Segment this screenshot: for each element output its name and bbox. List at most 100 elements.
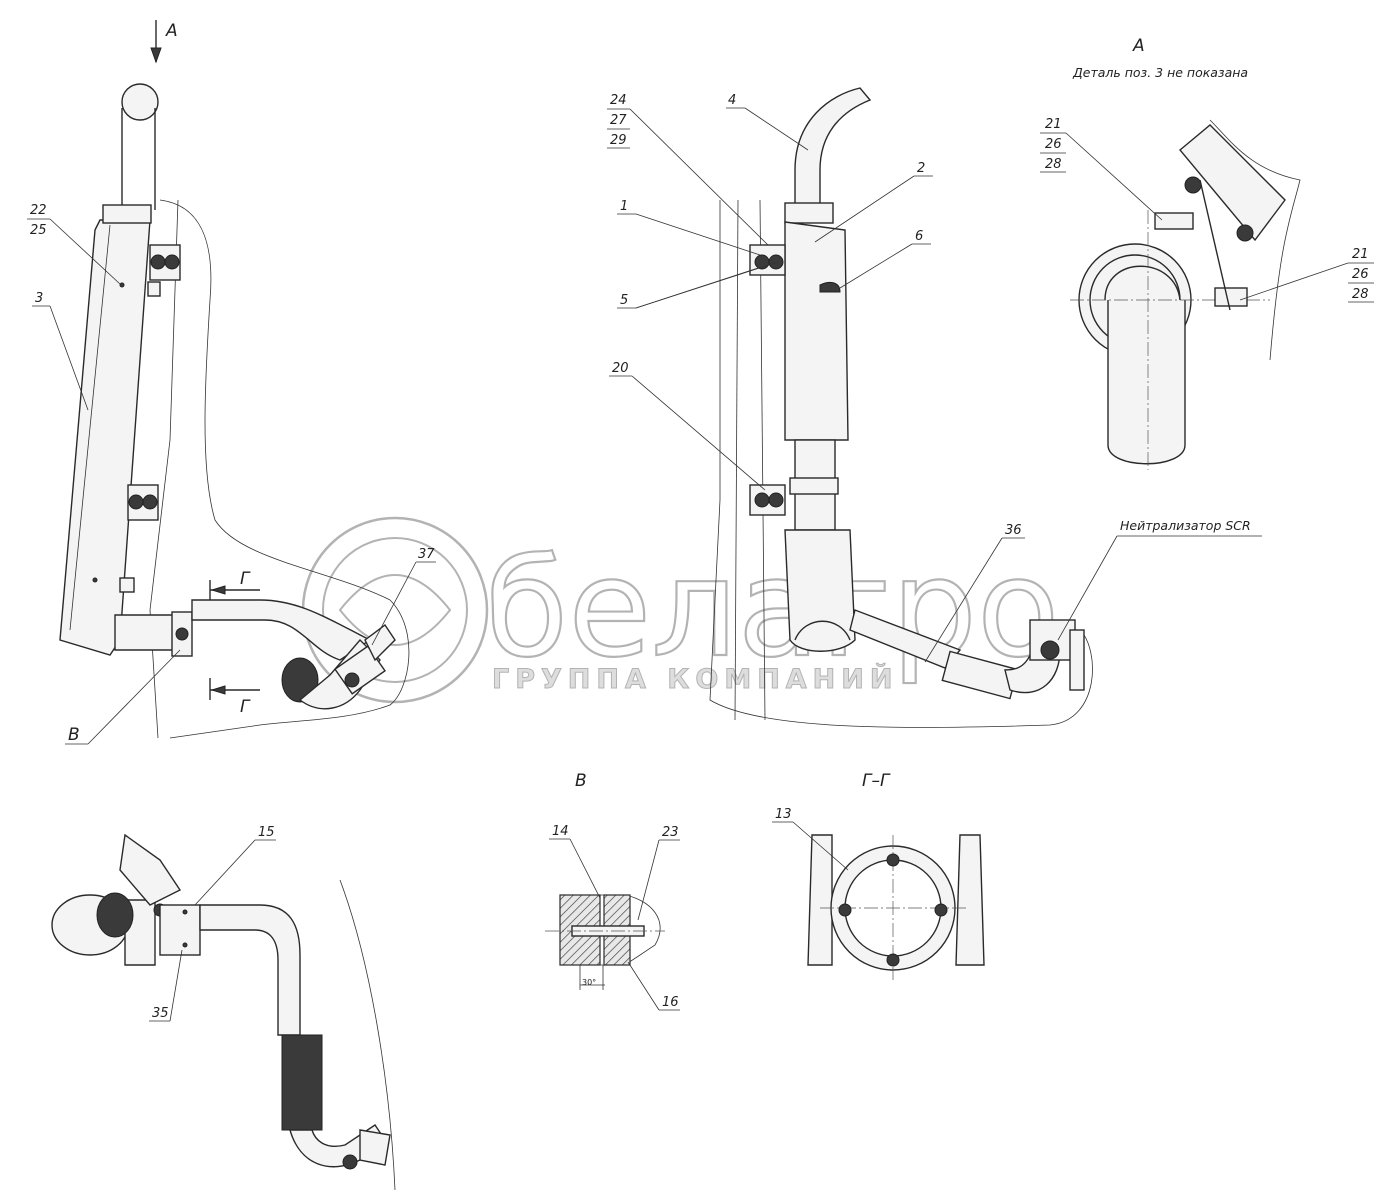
cut-g-bottom-label: Г bbox=[240, 697, 251, 717]
lower-shield bbox=[784, 529, 856, 652]
pipe-part-36 bbox=[849, 609, 962, 669]
side-upper-bracket bbox=[749, 244, 786, 276]
watermark-logo-inner bbox=[322, 537, 468, 683]
detail-view-a: А Деталь поз. 3 не показана 21 26 28 21 … bbox=[1040, 36, 1374, 470]
callout-scr: Нейтрализатор SCR bbox=[1057, 518, 1262, 641]
detail-bolt-upper bbox=[1154, 212, 1194, 230]
callout-21-26-28-upper: 21 26 28 bbox=[1040, 117, 1163, 221]
side-cab-contour bbox=[709, 200, 1093, 728]
callout-15: 15 bbox=[194, 825, 276, 906]
bottom-pipe bbox=[199, 904, 301, 1036]
callout-24-27-29: 24 27 29 bbox=[607, 93, 769, 246]
view-arrow-head bbox=[150, 47, 162, 64]
callout-21-26-28-lower: 21 26 28 bbox=[1239, 247, 1374, 303]
callout-36: 36 bbox=[924, 523, 1025, 663]
section-v: В 30° 14 23 16 bbox=[545, 771, 680, 1011]
detail-a-note: Деталь поз. 3 не показана bbox=[1072, 65, 1248, 80]
watermark-subtitle: ГРУППА КОМПАНИЙ bbox=[492, 663, 898, 695]
pipe-part-4 bbox=[794, 87, 872, 206]
section-v-title: В bbox=[575, 771, 587, 791]
muffler-rivet-top bbox=[119, 282, 125, 288]
svg-text:20: 20 bbox=[612, 361, 629, 376]
outlet-pipe bbox=[191, 599, 372, 661]
svg-text:15: 15 bbox=[258, 825, 275, 840]
svg-text:28: 28 bbox=[1352, 287, 1369, 302]
section-v-angle: 30° bbox=[582, 978, 596, 987]
callout-4: 4 bbox=[726, 93, 809, 151]
svg-text:21: 21 bbox=[1352, 247, 1369, 262]
callout-13: 13 bbox=[772, 807, 849, 871]
bottom-coupling-15 bbox=[159, 904, 201, 956]
callout-22-25: 22 25 bbox=[27, 203, 121, 285]
svg-text:22: 22 bbox=[30, 203, 47, 218]
main-view: А bbox=[27, 20, 436, 745]
callout-6: 6 bbox=[839, 229, 931, 289]
callout-5: 5 bbox=[617, 261, 779, 309]
callout-v: В bbox=[65, 649, 181, 745]
side-lower-bracket bbox=[749, 484, 786, 516]
muffler-rivet-bottom bbox=[92, 577, 98, 583]
svg-text:В: В bbox=[68, 725, 80, 745]
section-g-bolt-right bbox=[934, 903, 948, 917]
cab-edge bbox=[149, 199, 179, 739]
section-g-bolt-bottom bbox=[886, 953, 900, 967]
view-arrow-label: А bbox=[165, 21, 178, 41]
corrugated-joint bbox=[281, 657, 319, 703]
scr-label: Нейтрализатор SCR bbox=[1120, 518, 1251, 533]
callout-37: 37 bbox=[371, 547, 436, 646]
svg-text:4: 4 bbox=[728, 93, 736, 108]
svg-text:36: 36 bbox=[1005, 523, 1022, 538]
section-g: Г–Г 13 bbox=[772, 771, 985, 980]
bottom-clamp bbox=[119, 833, 182, 906]
callout-16: 16 bbox=[627, 961, 680, 1011]
callout-14: 14 bbox=[549, 824, 601, 899]
shield-slot-6 bbox=[819, 281, 841, 293]
cut-g-top-label: Г bbox=[240, 569, 251, 589]
svg-text:13: 13 bbox=[775, 807, 792, 822]
bottom-corrugated-hose bbox=[281, 1034, 323, 1131]
svg-text:16: 16 bbox=[662, 995, 679, 1010]
upper-bracket bbox=[147, 244, 181, 297]
detail-pipe bbox=[1107, 300, 1186, 465]
pipe-clamp-ring bbox=[789, 477, 839, 495]
svg-text:14: 14 bbox=[552, 824, 569, 839]
svg-text:26: 26 bbox=[1045, 137, 1062, 152]
exhaust-tip bbox=[121, 83, 159, 121]
detail-bolt-lower bbox=[1214, 287, 1248, 307]
svg-text:24: 24 bbox=[610, 93, 627, 108]
heat-shield-part-2 bbox=[784, 221, 849, 441]
callout-2: 2 bbox=[814, 161, 933, 243]
side-view: 24 27 29 4 2 1 6 5 bbox=[607, 87, 1262, 728]
svg-text:35: 35 bbox=[152, 1006, 169, 1021]
svg-text:1: 1 bbox=[620, 199, 628, 214]
cab-contour bbox=[159, 199, 410, 739]
section-g-bolt-left bbox=[838, 903, 852, 917]
svg-text:25: 25 bbox=[30, 223, 47, 238]
clamp-37 bbox=[334, 623, 396, 695]
muffler-seam bbox=[69, 224, 111, 631]
section-g-bolt-top bbox=[886, 853, 900, 867]
detail-a-title: А bbox=[1132, 36, 1145, 56]
callout-3: 3 bbox=[32, 291, 89, 411]
svg-text:6: 6 bbox=[915, 229, 923, 244]
scr-clamp bbox=[1029, 619, 1085, 691]
callout-35: 35 bbox=[149, 949, 183, 1022]
flange-bolt bbox=[175, 627, 189, 641]
svg-text:27: 27 bbox=[610, 113, 627, 128]
svg-text:2: 2 bbox=[917, 161, 925, 176]
callout-1: 1 bbox=[617, 199, 761, 256]
svg-text:21: 21 bbox=[1045, 117, 1062, 132]
callout-20: 20 bbox=[609, 361, 766, 491]
bottom-view: 15 35 bbox=[51, 825, 396, 1191]
detail-mount-block bbox=[1179, 124, 1286, 242]
svg-text:37: 37 bbox=[418, 547, 435, 562]
svg-text:29: 29 bbox=[610, 133, 627, 148]
callout-23: 23 bbox=[637, 825, 680, 921]
bottom-contour bbox=[339, 879, 396, 1191]
muffler-part-3 bbox=[59, 219, 151, 656]
section-g-title: Г–Г bbox=[862, 771, 891, 791]
muffler-cap bbox=[102, 204, 152, 224]
svg-text:3: 3 bbox=[35, 291, 43, 306]
outlet-flange-area bbox=[114, 614, 176, 651]
